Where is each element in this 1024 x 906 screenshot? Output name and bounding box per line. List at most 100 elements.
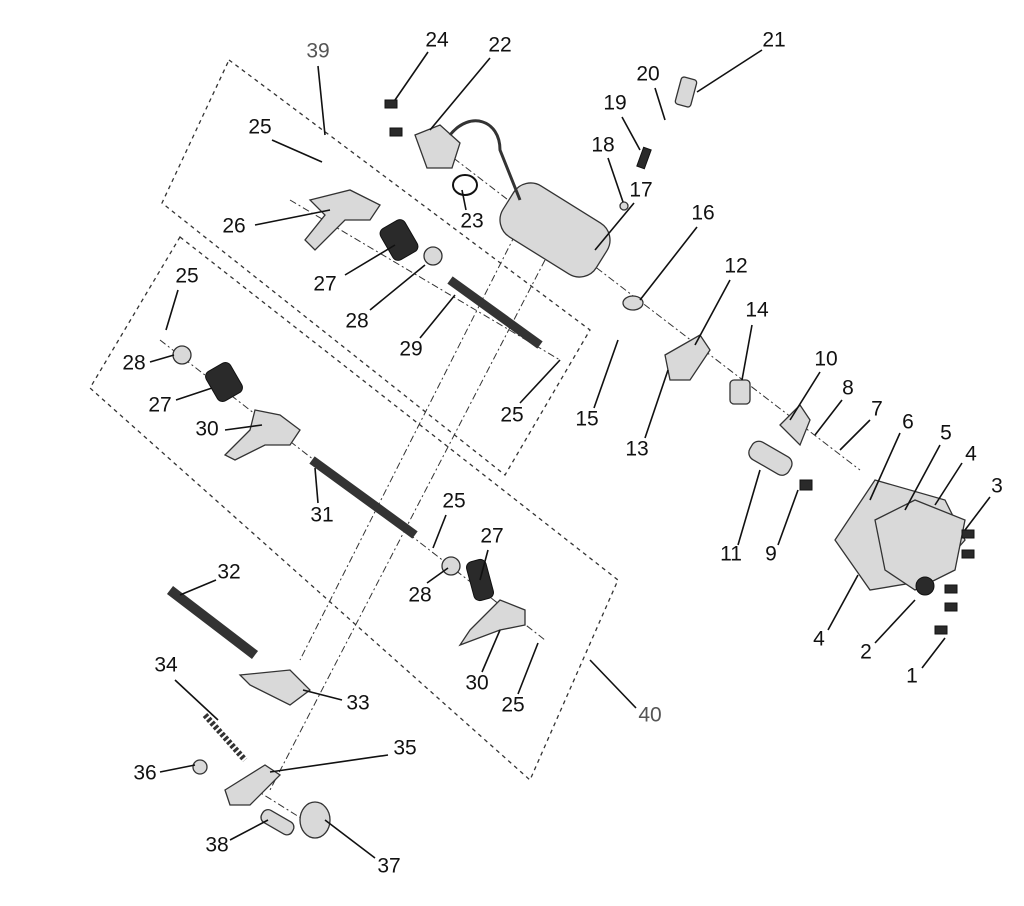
o-ring bbox=[452, 174, 478, 196]
leader-line bbox=[254, 209, 331, 226]
leader-line bbox=[741, 324, 753, 381]
callout-12: 12 bbox=[724, 255, 747, 278]
shift-fork-upper bbox=[304, 189, 381, 251]
group-box-40 bbox=[89, 236, 619, 782]
detent-spring bbox=[636, 146, 652, 170]
callout-26: 26 bbox=[222, 215, 245, 238]
leader-line bbox=[869, 432, 901, 501]
stopper-plate bbox=[664, 334, 711, 381]
callout-28: 28 bbox=[345, 310, 368, 333]
callout-19: 19 bbox=[603, 92, 626, 115]
plug-bolt bbox=[674, 76, 698, 108]
callout-6: 6 bbox=[902, 411, 914, 434]
leader-line bbox=[789, 371, 821, 421]
fork-shaft-lower bbox=[309, 456, 418, 539]
callout-27: 27 bbox=[148, 394, 171, 417]
callout-32: 32 bbox=[217, 561, 240, 584]
leader-line bbox=[174, 679, 219, 721]
bolts bbox=[384, 99, 975, 635]
shaft-32 bbox=[166, 586, 259, 659]
leader-line bbox=[644, 369, 669, 439]
leader-line bbox=[777, 489, 799, 546]
cover bbox=[874, 499, 966, 591]
callout-25: 25 bbox=[442, 490, 465, 513]
callout-25: 25 bbox=[501, 694, 524, 717]
stopper-arm bbox=[779, 403, 811, 447]
leader-line bbox=[179, 579, 217, 596]
leader-line bbox=[224, 424, 263, 431]
leader-line bbox=[419, 294, 456, 339]
shift-fork-lower bbox=[458, 599, 526, 647]
leader-lines bbox=[149, 49, 991, 859]
callout-36: 36 bbox=[133, 762, 156, 785]
shift-drum bbox=[499, 182, 611, 278]
callout-20: 20 bbox=[636, 63, 659, 86]
spring-upper bbox=[379, 219, 419, 261]
leader-line bbox=[432, 514, 447, 549]
leader-line bbox=[607, 157, 624, 203]
leader-line bbox=[696, 49, 763, 93]
spring-left bbox=[205, 361, 243, 403]
callout-34: 34 bbox=[154, 654, 178, 677]
leader-line bbox=[593, 339, 619, 409]
callout-27: 27 bbox=[480, 525, 503, 548]
shift-shaft bbox=[748, 440, 793, 476]
leader-line bbox=[175, 387, 213, 401]
leader-line bbox=[589, 659, 637, 709]
callout-25: 25 bbox=[500, 404, 523, 427]
fork-shaft-upper bbox=[447, 276, 543, 349]
leader-line bbox=[517, 642, 539, 695]
callout-16: 16 bbox=[691, 202, 714, 225]
callout-23: 23 bbox=[460, 210, 483, 233]
callout-14: 14 bbox=[745, 299, 769, 322]
plate-37 bbox=[299, 801, 331, 839]
shift-fork-left bbox=[223, 409, 301, 461]
callout-18: 18 bbox=[591, 134, 614, 157]
callout-35: 35 bbox=[393, 737, 416, 760]
leader-line bbox=[621, 116, 641, 151]
leader-line bbox=[317, 65, 326, 136]
leader-line bbox=[165, 289, 179, 331]
callouts: 1234456789101112131415161718192021222324… bbox=[122, 29, 1003, 878]
leader-line bbox=[904, 444, 941, 511]
callout-21: 21 bbox=[762, 29, 785, 52]
leader-line bbox=[394, 51, 429, 101]
callout-29: 29 bbox=[399, 338, 422, 361]
callout-11: 11 bbox=[720, 543, 742, 566]
leader-line bbox=[314, 467, 319, 504]
collar-lower bbox=[441, 556, 461, 576]
callout-37: 37 bbox=[377, 855, 400, 878]
callout-8: 8 bbox=[842, 377, 854, 400]
leader-line bbox=[344, 244, 396, 276]
collar bbox=[729, 379, 751, 405]
leader-line bbox=[639, 226, 698, 301]
callout-22: 22 bbox=[488, 34, 511, 57]
callout-10: 10 bbox=[814, 348, 837, 371]
parts bbox=[166, 76, 975, 839]
leader-line bbox=[302, 689, 343, 701]
leader-line bbox=[519, 359, 561, 404]
leader-line bbox=[426, 567, 449, 584]
callout-30: 30 bbox=[465, 672, 488, 695]
leader-line bbox=[921, 637, 946, 669]
leader-line bbox=[594, 202, 635, 251]
leader-line bbox=[934, 462, 963, 506]
callout-9: 9 bbox=[765, 543, 777, 566]
detent-ball bbox=[619, 201, 629, 211]
leader-line bbox=[149, 354, 175, 363]
leader-line bbox=[737, 469, 761, 546]
return-spring bbox=[202, 713, 248, 762]
sensor-cable bbox=[448, 119, 522, 201]
leader-line bbox=[461, 189, 467, 211]
collar-upper bbox=[423, 246, 443, 266]
callout-4: 4 bbox=[965, 443, 977, 466]
leader-line bbox=[369, 264, 426, 311]
callout-31: 31 bbox=[310, 504, 333, 527]
callout-13: 13 bbox=[625, 438, 648, 461]
group-box-39 bbox=[161, 59, 591, 476]
callout-1: 1 bbox=[906, 665, 918, 688]
bolt-36 bbox=[192, 759, 208, 775]
washer bbox=[622, 295, 644, 311]
callout-24: 24 bbox=[425, 29, 449, 52]
group-label-39: 39 bbox=[306, 40, 329, 63]
